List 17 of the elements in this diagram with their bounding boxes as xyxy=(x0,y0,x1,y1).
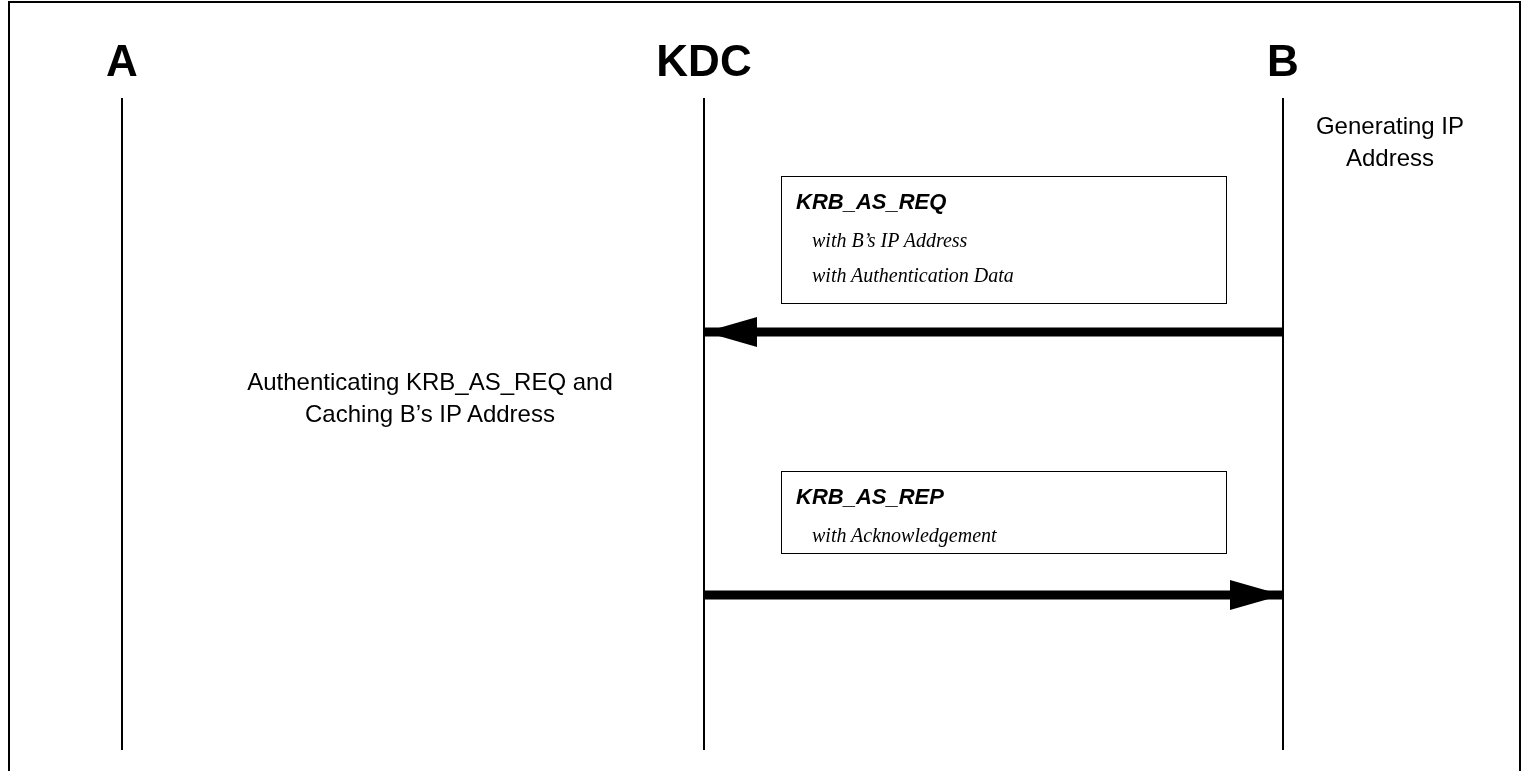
message-name: KRB_AS_REQ xyxy=(796,189,948,215)
participant-name: A xyxy=(60,36,184,90)
message-detail: with Acknowledgement xyxy=(812,523,998,549)
message-detail: with B’s IP Address xyxy=(812,228,969,253)
message-name: KRB_AS_REP xyxy=(796,484,945,510)
lifeline xyxy=(703,98,705,750)
participant-name: KDC xyxy=(604,36,804,90)
message-box xyxy=(781,176,1227,304)
lifeline xyxy=(121,98,123,750)
annotation-text: Authenticating KRB_AS_REQ and Caching B’s IP Address xyxy=(246,367,614,429)
participant-name: B xyxy=(1223,36,1343,90)
message-arrow xyxy=(705,317,1282,347)
lifeline xyxy=(1282,98,1284,750)
annotation-text: Generating IP Address xyxy=(1315,111,1465,173)
message-box xyxy=(781,471,1227,554)
message-arrow xyxy=(705,580,1282,610)
message-detail: with Authentication Data xyxy=(812,263,1015,288)
